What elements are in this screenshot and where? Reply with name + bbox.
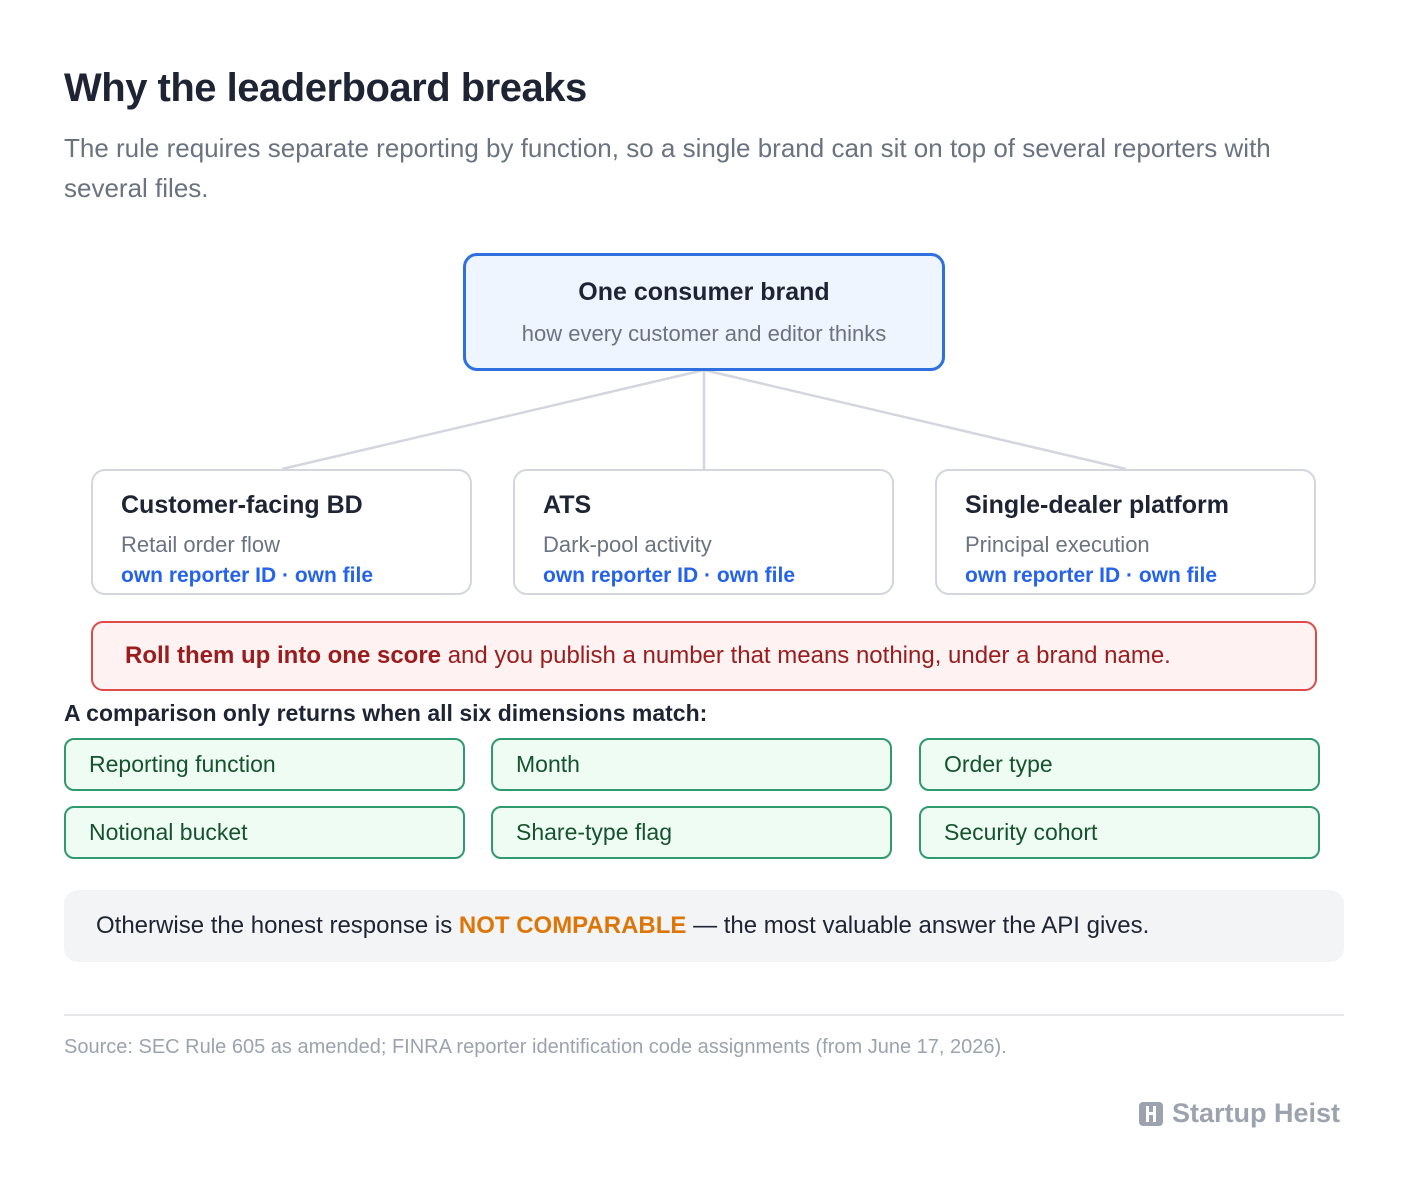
child-node-tag: own reporter ID · own file — [543, 564, 796, 587]
dimension-pill-security-cohort: Security cohort — [919, 806, 1320, 859]
note-text-before: Otherwise the honest response is — [96, 912, 459, 939]
child-node-subtitle: Dark-pool activity — [543, 532, 712, 557]
not-comparable-note: Otherwise the honest response is NOT COM… — [64, 890, 1344, 962]
child-node-subtitle: Retail order flow — [121, 532, 280, 557]
page-subtitle: The rule requires separate reporting by … — [64, 133, 1271, 203]
warning-text: and you publish a number that means noth… — [441, 642, 1171, 669]
child-node-single-dealer-platform: Single-dealer platform Principal executi… — [935, 469, 1316, 595]
warning-callout: Roll them up into one score and you publ… — [91, 621, 1317, 691]
root-node-title: One consumer brand — [578, 278, 830, 306]
dimension-pill-notional-bucket: Notional bucket — [64, 806, 465, 859]
brand-logo: Startup Heist — [1138, 1098, 1340, 1129]
child-node-tag: own reporter ID · own file — [121, 564, 374, 587]
warning-bold-text: Roll them up into one score — [125, 642, 442, 669]
note-text-after: — the most valuable answer the API gives… — [686, 912, 1150, 939]
dimension-pill-order-type: Order type — [919, 738, 1320, 791]
page-title: Why the leaderboard breaks — [64, 66, 587, 110]
child-node-title: Single-dealer platform — [965, 491, 1229, 519]
dimension-pill-share-type-flag: Share-type flag — [491, 806, 892, 859]
child-node-subtitle: Principal execution — [965, 532, 1150, 557]
brand-name: Startup Heist — [1171, 1098, 1340, 1128]
dimension-pill-month: Month — [491, 738, 892, 791]
not-comparable-highlight: NOT COMPARABLE — [458, 912, 687, 939]
root-node-consumer-brand: One consumer brand how every customer an… — [463, 253, 945, 371]
child-node-title: Customer-facing BD — [121, 491, 363, 519]
connector-right — [703, 368, 1127, 471]
connector-left — [281, 368, 705, 471]
child-node-title: ATS — [543, 491, 592, 519]
root-node-subtitle: how every customer and editor thinks — [521, 321, 887, 346]
source-note: Source: SEC Rule 605 as amended; FINRA r… — [64, 1036, 1007, 1058]
dimensions-heading: A comparison only returns when all six d… — [64, 700, 708, 726]
footer-divider — [64, 1014, 1344, 1016]
child-node-tag: own reporter ID · own file — [965, 564, 1218, 587]
child-node-customer-facing-bd: Customer-facing BD Retail order flow own… — [91, 469, 472, 595]
child-node-ats: ATS Dark-pool activity own reporter ID ·… — [513, 469, 894, 595]
dimension-pill-reporting-function: Reporting function — [64, 738, 465, 791]
building-icon — [1138, 1101, 1163, 1126]
